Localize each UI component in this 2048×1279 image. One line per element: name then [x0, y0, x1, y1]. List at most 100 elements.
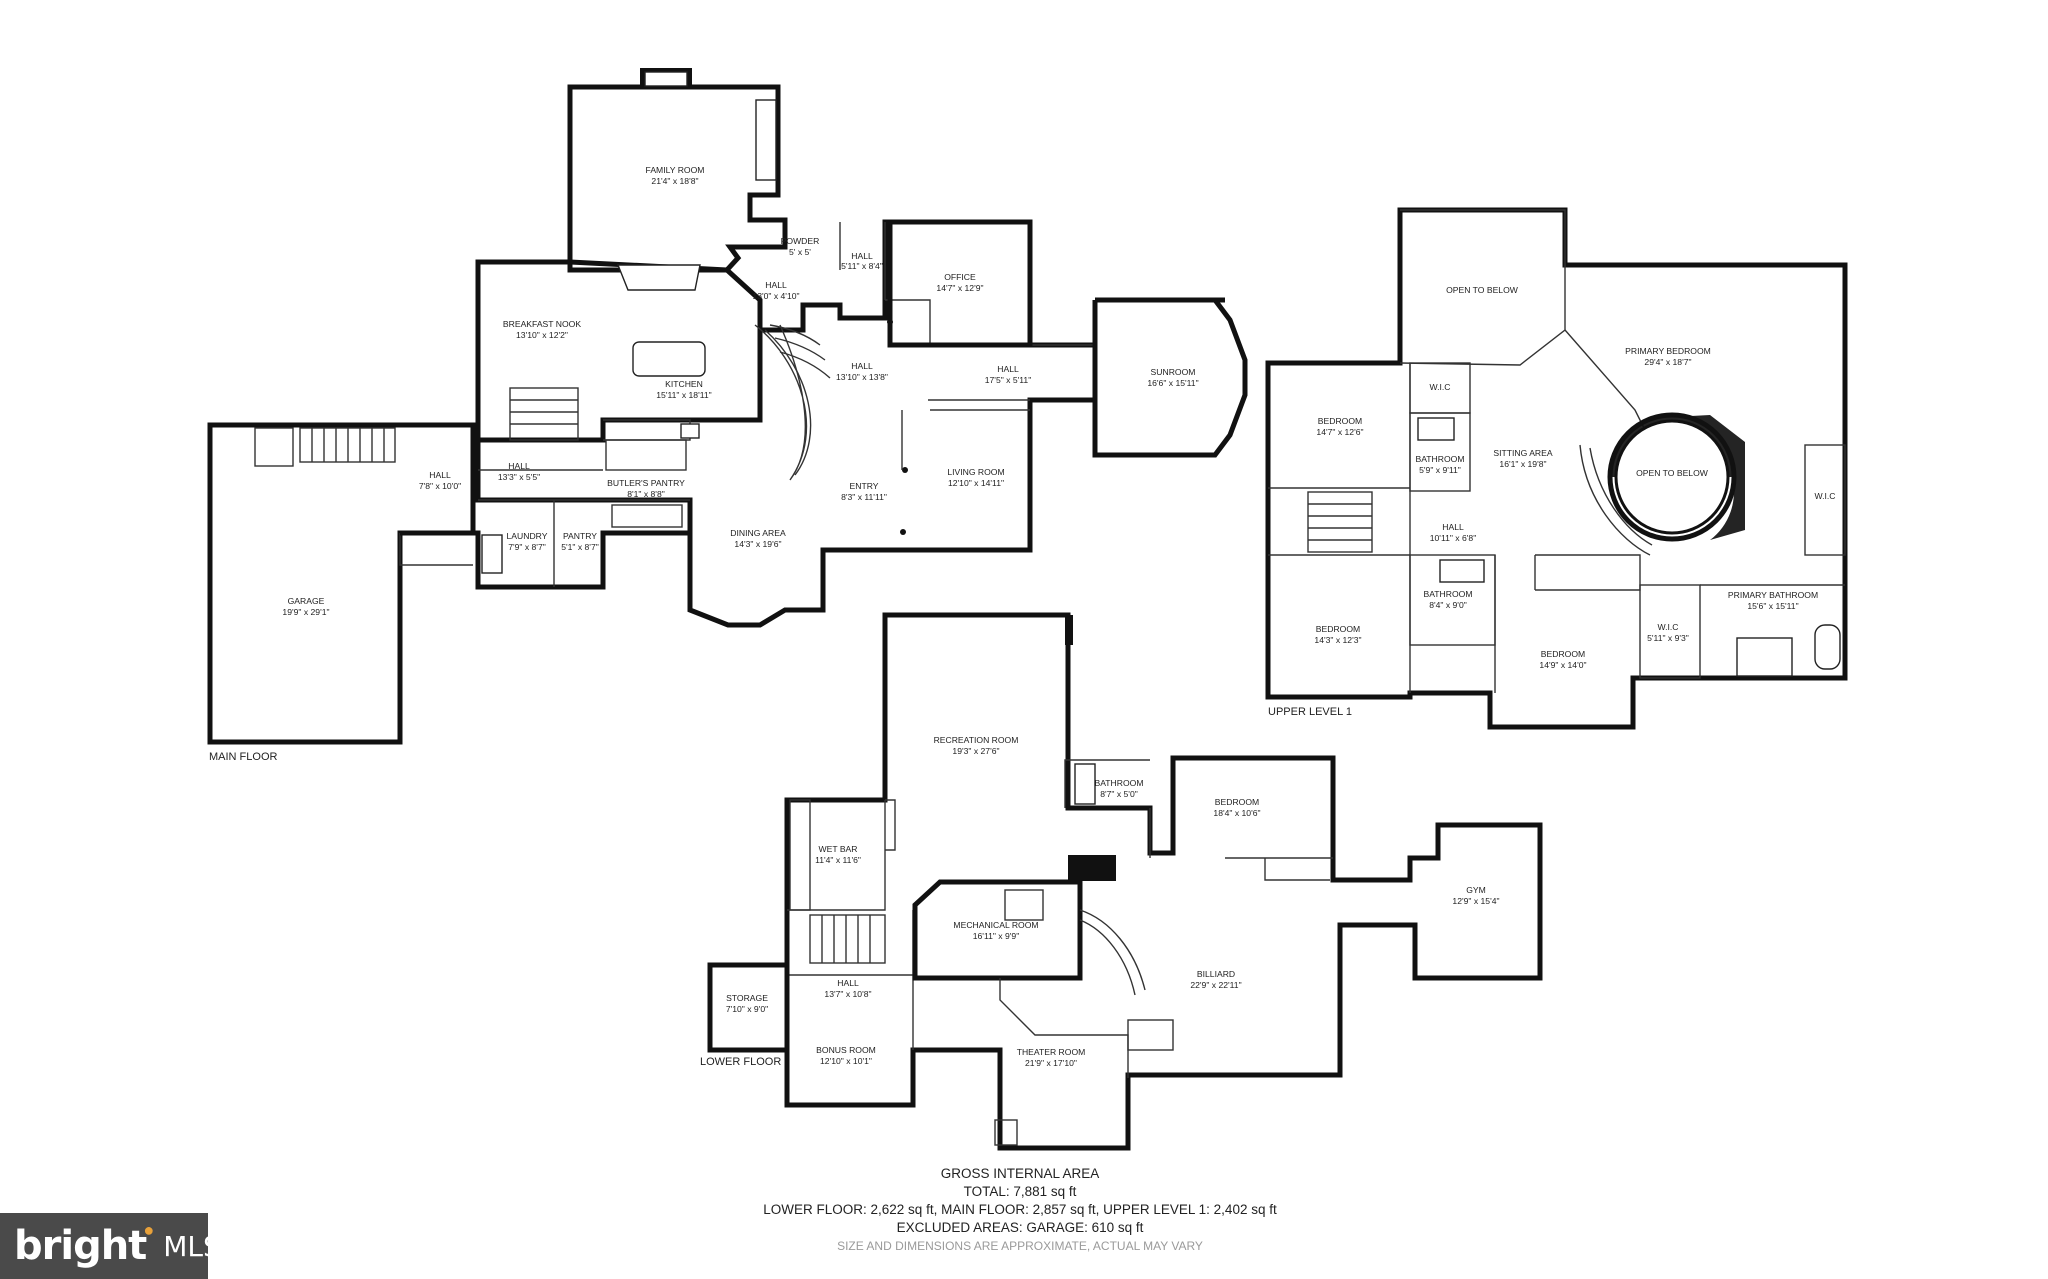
mud-hall-walls [400, 422, 693, 590]
room-name-theater-room: THEATER ROOM [1017, 1047, 1086, 1057]
room-dim-breakfast-nook: 13'10" x 12'2" [516, 330, 568, 340]
room-dim-powder: 5' x 5' [789, 247, 811, 257]
room-name-living-room: LIVING ROOM [947, 467, 1004, 477]
floor-label-main: MAIN FLOOR [209, 751, 278, 763]
garage-entry-box [254, 427, 294, 467]
kitchen-block-walls [475, 259, 763, 443]
room-dim-hall-lower: 13'7" x 10'8" [824, 989, 871, 999]
room-dim-hall-center: 13'10" x 13'8" [836, 372, 888, 382]
sunroom-walls [1092, 297, 1248, 458]
lower-curved-stairs [1079, 909, 1146, 996]
room-dim-primary-bedroom: 29'4" x 18'7" [1644, 357, 1691, 367]
room-dim-bedroom-lower: 18'4" x 10'6" [1213, 808, 1260, 818]
room-name-bathroom-lower: BATHROOM [1094, 778, 1143, 788]
room-name-primary-bedroom: PRIMARY BEDROOM [1625, 346, 1711, 356]
room-name-bathroom-vertical: BATHROOM [1415, 454, 1464, 464]
room-dim-bedroom-s: 14'9" x 14'0" [1539, 660, 1586, 670]
room-name-dining-area: DINING AREA [730, 528, 786, 538]
curved-staircase [754, 324, 808, 481]
room-name-bedroom-lower: BEDROOM [1215, 797, 1259, 807]
room-dim-dining-area: 14'3" x 19'6" [734, 539, 781, 549]
room-dim-family-room: 21'4" x 18'8" [651, 176, 698, 186]
room-dim-bathroom-vertical: 5'9" x 9'11" [1419, 465, 1461, 475]
room-name-hall-upper-level: HALL [1442, 522, 1464, 532]
room-dim-theater-room: 21'9" x 17'10" [1025, 1058, 1077, 1068]
room-name-family-room: FAMILY ROOM [646, 165, 705, 175]
room-name-wic-north: W.I.C [1429, 382, 1450, 392]
main-floor-plan [207, 68, 1248, 745]
upper-curved-stairs [1579, 444, 1653, 556]
room-name-bedroom-s: BEDROOM [1541, 649, 1585, 659]
room-name-hall-mid: HALL [765, 280, 787, 290]
storage-walls [707, 962, 790, 1053]
room-dim-bathroom-lower: 8'7" x 5'0" [1100, 789, 1138, 799]
room-dim-wic-south: 5'11" x 9'3" [1647, 633, 1689, 643]
room-name-open-to-below-1: OPEN TO BELOW [1446, 285, 1519, 295]
room-name-entry: ENTRY [850, 481, 879, 491]
room-name-bedroom-nw: BEDROOM [1318, 416, 1362, 426]
room-name-wet-bar: WET BAR [819, 844, 858, 854]
mechanical-room-walls [912, 879, 1083, 981]
room-name-bedroom-sw: BEDROOM [1316, 624, 1360, 634]
room-name-recreation-room: RECREATION ROOM [934, 735, 1019, 745]
gia-breakdown: LOWER FLOOR: 2,622 sq ft, MAIN FLOOR: 2,… [763, 1202, 1277, 1217]
room-dim-butlers-pantry: 8'1" x 8'8" [627, 489, 665, 499]
upper-outer-walls [1265, 207, 1848, 730]
room-name-bathroom-hall: BATHROOM [1423, 589, 1472, 599]
bright-mls-logo: bright ● MLS [0, 1213, 221, 1279]
laundry-appliance [481, 534, 503, 574]
wet-bar-counter [789, 799, 811, 911]
family-room-window [755, 99, 777, 181]
room-name-sitting-area: SITTING AREA [1493, 448, 1552, 458]
room-name-wic-east: W.I.C [1814, 491, 1835, 501]
room-name-garage: GARAGE [288, 596, 325, 606]
room-dim-bathroom-hall: 8'4" x 9'0" [1429, 600, 1467, 610]
floor-label-lower: LOWER FLOOR [700, 1056, 781, 1068]
logo-dot-icon: ● [143, 1219, 155, 1240]
upper-room-labels: OPEN TO BELOW PRIMARY BEDROOM 29'4" x 18… [1268, 285, 1836, 718]
room-name-bonus-room: BONUS ROOM [816, 1045, 876, 1055]
room-name-kitchen: KITCHEN [665, 379, 703, 389]
room-dim-office: 14'7" x 12'9" [936, 283, 983, 293]
room-name-primary-bathroom: PRIMARY BATHROOM [1728, 590, 1818, 600]
room-name-sunroom: SUNROOM [1151, 367, 1196, 377]
room-dim-hall-upper-level: 10'11" x 6'8" [1430, 533, 1477, 543]
room-dim-hall-mid: 13'0" x 4'10" [752, 291, 799, 301]
room-name-storage: STORAGE [726, 993, 768, 1003]
room-dim-sunroom: 16'6" x 15'11" [1147, 378, 1198, 388]
office-walls [887, 219, 1033, 348]
room-dim-mechanical-room: 16'11" x 9'9" [973, 931, 1020, 941]
logo-brand: bright [14, 1223, 147, 1269]
kitchen-counter [616, 264, 701, 291]
room-dim-gym: 12'9" x 15'4" [1452, 896, 1499, 906]
room-dim-recreation-room: 19'3" x 27'6" [952, 746, 999, 756]
room-dim-storage: 7'10" x 9'0" [726, 1004, 768, 1014]
main-stairs-down [509, 387, 579, 441]
gia-excluded: EXCLUDED AREAS: GARAGE: 610 sq ft [896, 1220, 1144, 1235]
room-dim-primary-bathroom: 15'6" x 15'11" [1747, 601, 1798, 611]
lower-chimney [1065, 615, 1073, 645]
upper-stairs [1307, 491, 1373, 553]
room-dim-entry: 8'3" x 11'11" [841, 492, 887, 502]
lower-room-labels: RECREATION ROOM 19'3" x 27'6" BATHROOM 8… [700, 735, 1500, 1068]
room-name-billiard: BILLIARD [1197, 969, 1235, 979]
room-dim-living-room: 12'10" x 14'11" [948, 478, 1004, 488]
room-name-pantry: PANTRY [563, 531, 597, 541]
main-room-labels: FAMILY ROOM 21'4" x 18'8" POWDER 5' x 5'… [209, 165, 1199, 763]
room-dim-bonus-room: 12'10" x 10'1" [820, 1056, 872, 1066]
room-name-hall-lower: HALL [837, 978, 859, 988]
logo-suffix: MLS [163, 1229, 221, 1263]
room-dim-hall-upper: 5'11" x 8'4" [841, 261, 883, 271]
mechanical-chase [1068, 855, 1116, 881]
room-name-powder: POWDER [781, 236, 820, 246]
kitchen-island [632, 341, 706, 377]
room-dim-laundry: 7'9" x 8'7" [508, 542, 546, 552]
room-name-open-to-below-2: OPEN TO BELOW [1636, 468, 1709, 478]
lower-floor-plan [707, 612, 1543, 1151]
lower-stairs [809, 914, 886, 964]
room-dim-kitchen: 15'11" x 18'11" [656, 390, 711, 400]
room-name-hall-small: HALL [508, 461, 530, 471]
room-name-gym: GYM [1466, 885, 1486, 895]
upper-level-plan [1265, 207, 1848, 730]
